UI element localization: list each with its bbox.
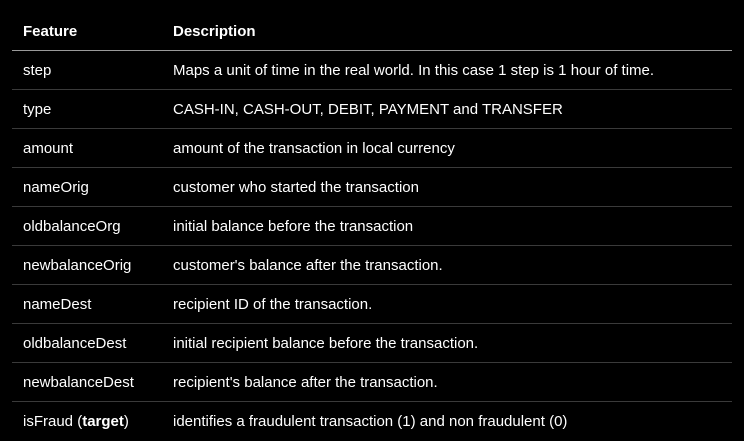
header-feature: Feature	[23, 22, 78, 40]
table-header-row: Feature Description	[12, 12, 732, 51]
table-row: newbalanceDest recipient's balance after…	[12, 363, 732, 402]
header-description: Description	[173, 22, 256, 40]
description-cell: customer's balance after the transaction…	[173, 256, 443, 274]
feature-cell: step	[23, 61, 52, 79]
feature-cell: type	[23, 100, 52, 118]
table-row: newbalanceOrig customer's balance after …	[12, 246, 732, 285]
feature-cell: newbalanceOrig	[23, 256, 132, 274]
table-row: amount amount of the transaction in loca…	[12, 129, 732, 168]
description-cell: recipient's balance after the transactio…	[173, 373, 438, 391]
feature-cell: isFraud (target)	[23, 413, 129, 430]
description-cell: initial recipient balance before the tra…	[173, 334, 479, 352]
feature-cell: nameOrig	[23, 178, 89, 196]
feature-cell: amount	[23, 139, 74, 157]
feature-cell: nameDest	[23, 295, 92, 313]
table-row: nameDest recipient ID of the transaction…	[12, 285, 732, 324]
description-cell: amount of the transaction in local curre…	[173, 139, 455, 157]
table-row: nameOrig customer who started the transa…	[12, 168, 732, 207]
description-cell: identifies a fraudulent transaction (1) …	[173, 413, 568, 430]
description-cell: initial balance before the transaction	[173, 217, 414, 235]
feature-cell: oldbalanceOrg	[23, 217, 121, 235]
target-label: target	[82, 413, 124, 430]
feature-cell: oldbalanceDest	[23, 334, 127, 352]
table-row: oldbalanceOrg initial balance before the…	[12, 207, 732, 246]
description-cell: customer who started the transaction	[173, 178, 419, 196]
description-cell: Maps a unit of time in the real world. I…	[173, 61, 655, 79]
feature-table: Feature Description step Maps a unit of …	[12, 12, 732, 441]
feature-name: isFraud	[23, 413, 74, 430]
table-row: isFraud (target) identifies a fraudulent…	[12, 402, 732, 441]
table-row: step Maps a unit of time in the real wor…	[12, 51, 732, 90]
feature-cell: newbalanceDest	[23, 373, 134, 391]
description-cell: recipient ID of the transaction.	[173, 295, 373, 313]
table-row: type CASH-IN, CASH-OUT, DEBIT, PAYMENT a…	[12, 90, 732, 129]
description-cell: CASH-IN, CASH-OUT, DEBIT, PAYMENT and TR…	[173, 100, 563, 118]
table-row: oldbalanceDest initial recipient balance…	[12, 324, 732, 363]
